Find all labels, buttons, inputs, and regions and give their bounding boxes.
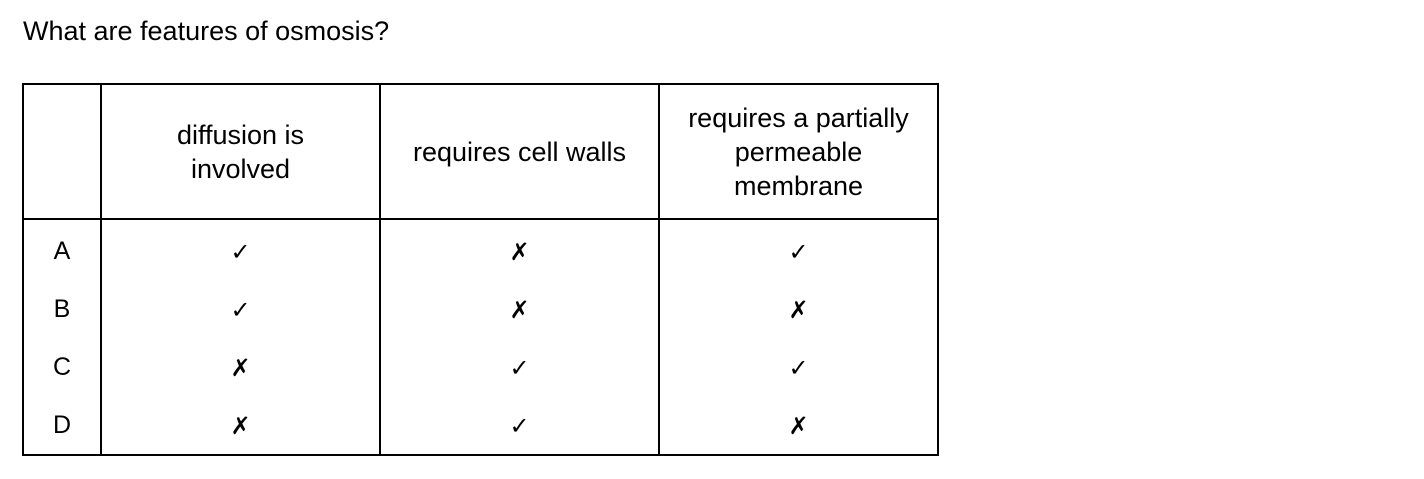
question-text: What are features of osmosis? xyxy=(23,16,390,46)
option-row-b: B ✓ ✗ ✗ xyxy=(22,280,939,338)
cross-icon: ✗ xyxy=(230,353,251,382)
option-row-c: C ✗ ✓ ✓ xyxy=(22,338,939,396)
diffusion-mark: ✗ xyxy=(100,396,381,456)
option-key: D xyxy=(22,396,102,456)
header-diffusion: diffusion is involved xyxy=(100,83,381,220)
cell-walls-mark: ✓ xyxy=(379,396,660,456)
header-row: diffusion is involved requires cell wall… xyxy=(22,83,939,220)
diffusion-mark: ✓ xyxy=(100,219,381,280)
cross-icon: ✗ xyxy=(509,237,530,266)
tick-icon: ✓ xyxy=(230,237,251,266)
cross-icon: ✗ xyxy=(509,295,530,324)
tick-icon: ✓ xyxy=(509,411,530,440)
diffusion-mark: ✓ xyxy=(100,280,381,338)
membrane-mark: ✗ xyxy=(658,396,939,456)
cross-icon: ✗ xyxy=(788,295,809,324)
header-line: diffusion is xyxy=(176,119,305,150)
cell-walls-mark: ✗ xyxy=(379,219,660,280)
header-membrane: requires a partially permeable membrane xyxy=(658,83,939,220)
cell-walls-mark: ✗ xyxy=(379,280,660,338)
header-key-cell xyxy=(22,83,102,220)
tick-icon: ✓ xyxy=(230,295,251,324)
header-line: membrane xyxy=(733,170,864,201)
option-row-a: A ✓ ✗ ✓ xyxy=(22,219,939,280)
option-key: A xyxy=(22,219,102,280)
membrane-mark: ✗ xyxy=(658,280,939,338)
membrane-mark: ✓ xyxy=(658,338,939,396)
membrane-mark: ✓ xyxy=(658,219,939,280)
options-table: diffusion is involved requires cell wall… xyxy=(22,83,939,456)
tick-icon: ✓ xyxy=(788,353,809,382)
option-key: B xyxy=(22,280,102,338)
cell-walls-mark: ✓ xyxy=(379,338,660,396)
cross-icon: ✗ xyxy=(788,411,809,440)
header-line: requires cell walls xyxy=(412,136,627,167)
diffusion-mark: ✗ xyxy=(100,338,381,396)
option-key: C xyxy=(22,338,102,396)
header-line: permeable xyxy=(734,136,863,167)
tick-icon: ✓ xyxy=(509,353,530,382)
cross-icon: ✗ xyxy=(230,411,251,440)
header-line: requires a partially xyxy=(688,102,909,133)
option-row-d: D ✗ ✓ ✗ xyxy=(22,396,939,456)
tick-icon: ✓ xyxy=(788,237,809,266)
header-cell-walls: requires cell walls xyxy=(379,83,660,220)
header-line: involved xyxy=(190,153,291,184)
